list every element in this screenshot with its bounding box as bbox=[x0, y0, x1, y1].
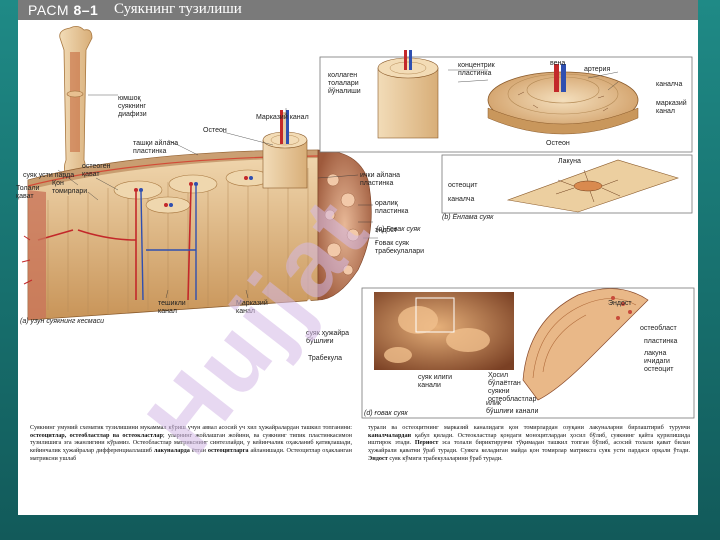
inset-b-compact-bone bbox=[319, 50, 693, 153]
slide: РАСМ 8–1 Суякнинг тузилиши bbox=[16, 0, 698, 515]
leader-lines bbox=[57, 69, 619, 299]
label-artery: артерия bbox=[584, 66, 611, 73]
long-bone-drawing bbox=[59, 26, 93, 179]
label-endosteum: эндост bbox=[375, 227, 398, 234]
label-lacuna: Лакуна bbox=[558, 158, 581, 165]
figure-header: РАСМ 8–1 Суякнинг тузилиши bbox=[18, 0, 698, 20]
label-trabeculae: Трабекула bbox=[308, 355, 342, 362]
label-osteoblast: остеобласт bbox=[640, 325, 677, 332]
label-osteon: Остеон bbox=[203, 127, 227, 134]
figure-label: РАСМ 8–1 bbox=[28, 2, 99, 18]
label-vein: вена bbox=[550, 60, 566, 67]
label-lamella: пластинка bbox=[644, 338, 678, 345]
label-endost: Эндост bbox=[608, 300, 632, 307]
body-text-col2: турали ва остеоцитнинг марказий каналида… bbox=[368, 424, 690, 462]
inset-c-osteocyte bbox=[441, 154, 693, 214]
body-text-col1: Суякнинг умумий схематик тузилишини мука… bbox=[30, 424, 352, 462]
cortical-bone-block bbox=[21, 149, 319, 321]
label-central-canal-top: Марказий канал bbox=[256, 114, 309, 121]
label-osteon-b: Остеон bbox=[546, 140, 570, 147]
label-canaliculi-a: каналча bbox=[656, 81, 683, 88]
inset-d-spongy-bone bbox=[361, 287, 695, 419]
caption-c: (c) Ғовак суяк bbox=[376, 226, 421, 233]
figure-number: 8–1 bbox=[73, 2, 99, 18]
label-canaliculi-c: каналча bbox=[448, 196, 475, 203]
label-osteocyte: остеоцит bbox=[448, 182, 478, 189]
caption-a: (а) узун суякнинг кесмаси bbox=[20, 318, 104, 325]
bone-illustration bbox=[21, 26, 695, 419]
figure-title: Суякнинг тузилиши bbox=[114, 1, 242, 17]
caption-d: (d) ғовак суяк bbox=[364, 410, 408, 417]
caption-b: (b) Ёнлама суяк bbox=[442, 214, 494, 221]
osteon-cylinder bbox=[262, 110, 308, 189]
label-periosteum: суяк усти парда bbox=[23, 172, 75, 179]
spongy-bone-region bbox=[306, 149, 372, 312]
